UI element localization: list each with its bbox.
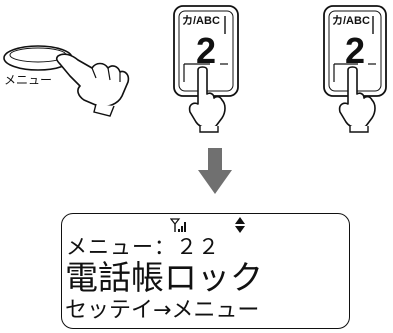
key-2-kana-label: カ/ABC xyxy=(332,15,370,27)
lcd-display: メニュー：２２ 電話帳ロック セッテイ→メニュー xyxy=(61,213,350,329)
down-arrow-icon xyxy=(198,148,232,194)
key-1-digit: 2 xyxy=(195,30,217,71)
key-2-second-press xyxy=(323,5,387,133)
key-2-first-press xyxy=(173,5,239,133)
lcd-item-title: 電話帳ロック xyxy=(65,258,263,297)
menu-button-label: メニュー xyxy=(4,73,53,87)
pointing-finger-icon xyxy=(188,66,226,129)
scroll-up-down-icon xyxy=(235,217,245,233)
pointing-hand-icon xyxy=(55,53,130,108)
lcd-menu-number: メニュー：２２ xyxy=(66,235,220,259)
key-2-digit: 2 xyxy=(344,30,366,71)
lcd-soft-key-hint: セッテイ→メニュー xyxy=(65,298,260,323)
key-1-kana-label: カ/ABC xyxy=(182,15,220,27)
pointing-finger-icon xyxy=(338,66,376,129)
menu-button-press-illustration xyxy=(3,45,130,117)
signal-antenna-icon xyxy=(170,218,186,232)
